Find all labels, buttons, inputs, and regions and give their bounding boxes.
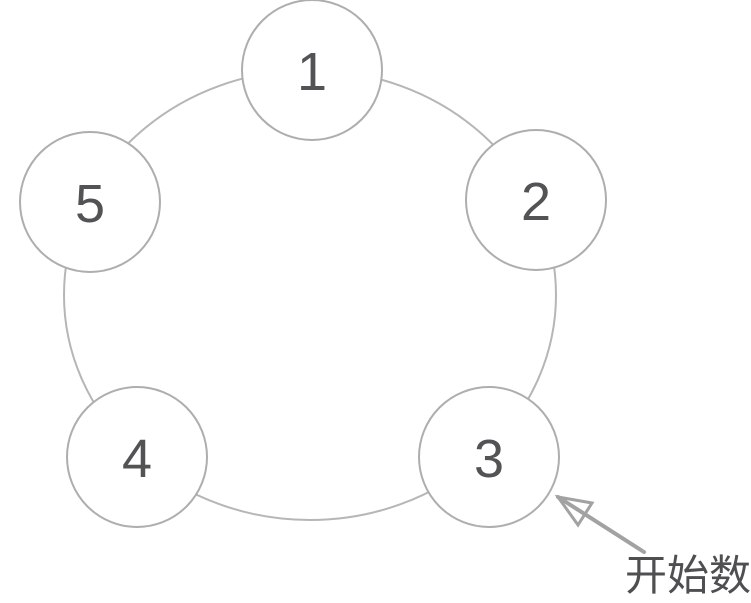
node-circle <box>465 129 607 271</box>
node-circle <box>241 0 383 141</box>
ring-node: 2 <box>465 129 607 271</box>
ring-node: 3 <box>418 386 560 528</box>
start-arrow-head-icon <box>554 494 595 528</box>
ring-nodes-group: 1 2 3 4 5 <box>19 0 607 528</box>
node-circle <box>418 386 560 528</box>
node-label: 3 <box>474 429 504 489</box>
ring-node: 1 <box>241 0 383 141</box>
ring-node: 4 <box>66 386 208 528</box>
ring-node: 5 <box>19 131 161 273</box>
node-circle <box>19 131 161 273</box>
annotation-label: 开始数 <box>625 552 751 599</box>
start-arrow-shaft <box>556 495 646 554</box>
node-label: 5 <box>75 174 105 234</box>
node-circle <box>66 386 208 528</box>
node-label: 4 <box>122 429 152 489</box>
node-label: 2 <box>521 172 551 232</box>
node-label: 1 <box>297 42 327 102</box>
